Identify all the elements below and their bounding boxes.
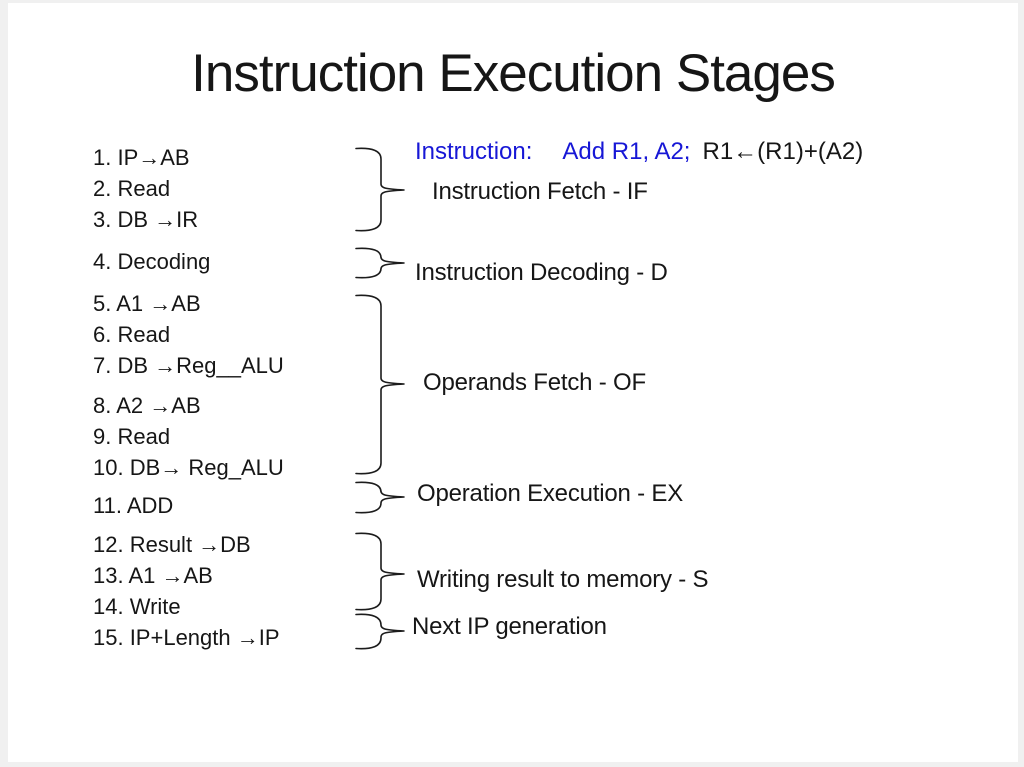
- step-item: 1. IP→AB: [93, 145, 190, 170]
- step-item: 3. DB →IR: [93, 207, 199, 232]
- steps-group-decode: 4. Decoding: [93, 246, 210, 277]
- steps-group-operand1: 5. A1 →AB 6. Read 7. DB →Reg__ALU: [93, 288, 284, 381]
- step-item: 5. A1 →AB: [93, 291, 201, 316]
- brace-stage-2: [355, 294, 405, 475]
- instruction-label: Instruction:: [415, 138, 533, 165]
- step-item: 4. Decoding: [93, 249, 211, 274]
- stage-label-nextip: Next IP generation: [412, 613, 607, 640]
- step-item: 6. Read: [93, 322, 171, 347]
- step-item: 12. Result →DB: [93, 532, 251, 557]
- stage-label-d: Instruction Decoding - D: [415, 259, 668, 286]
- stage-label-of: Operands Fetch - OF: [423, 369, 646, 396]
- stage-label-ex: Operation Execution - EX: [417, 480, 684, 507]
- stage-label-if: Instruction Fetch - IF: [432, 178, 648, 205]
- step-item: 14. Write: [93, 594, 181, 619]
- brace-stage-0: [355, 147, 405, 232]
- brace-stage-4: [355, 532, 405, 611]
- brace-stage-5: [355, 613, 405, 650]
- step-item: 7. DB →Reg__ALU: [93, 353, 284, 378]
- stage-label-s: Writing result to memory - S: [417, 566, 709, 593]
- steps-group-execute: 11. ADD: [93, 490, 173, 521]
- step-item: 13. A1 →AB: [93, 563, 213, 588]
- slide: Instruction Execution Stages Instruction…: [8, 3, 1018, 762]
- step-item: 10. DB→ Reg_ALU: [93, 455, 284, 480]
- step-item: 11. ADD: [93, 493, 174, 518]
- step-item: 2. Read: [93, 176, 171, 201]
- step-item: 9. Read: [93, 424, 171, 449]
- steps-group-fetch: 1. IP→AB 2. Read 3. DB →IR: [93, 142, 198, 235]
- steps-group-writeback: 12. Result →DB 13. A1 →AB 14. Write 15. …: [93, 529, 280, 653]
- brace-stage-3: [355, 481, 405, 514]
- instruction-operation: Add R1, A2;: [562, 138, 691, 165]
- step-item: 15. IP+Length →IP: [93, 625, 280, 650]
- instruction-example: Instruction: Add R1, A2; R1←(R1)+(A2): [415, 138, 863, 166]
- brace-stage-1: [355, 247, 405, 279]
- step-item: 8. A2 →AB: [93, 393, 201, 418]
- instruction-semantics: R1←(R1)+(A2): [702, 138, 864, 165]
- slide-title: Instruction Execution Stages: [191, 44, 836, 103]
- steps-group-operand2: 8. A2 →AB 9. Read 10. DB→ Reg_ALU: [93, 390, 284, 483]
